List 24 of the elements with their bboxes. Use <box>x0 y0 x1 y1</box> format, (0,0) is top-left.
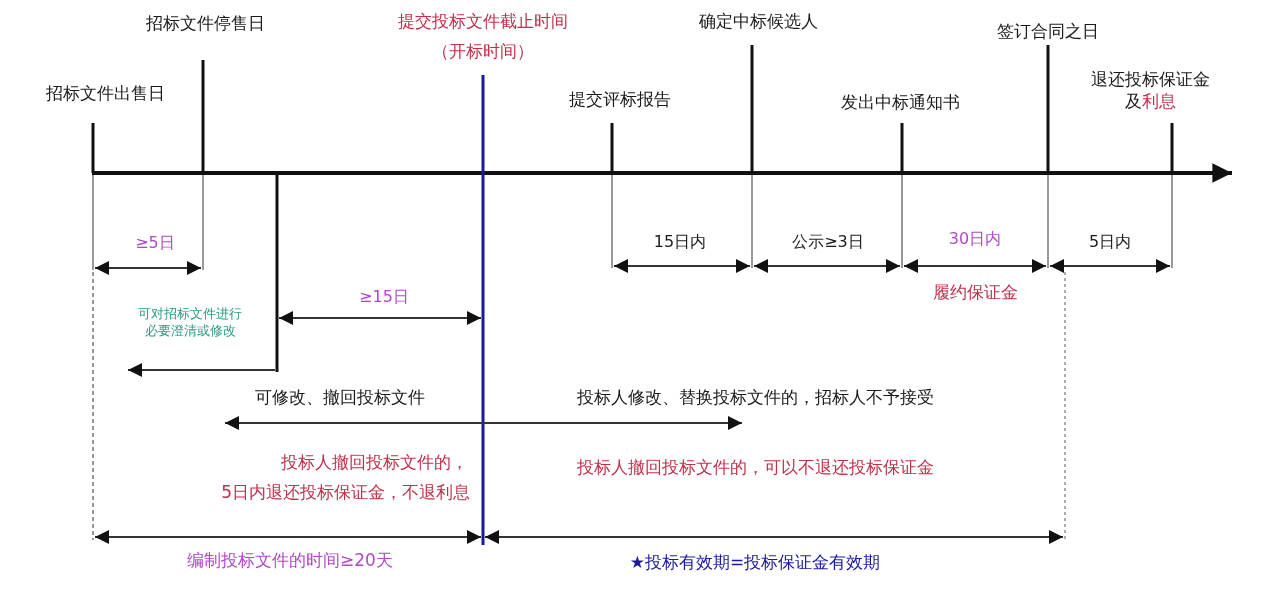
milestone-label: （开标时间） <box>432 40 534 63</box>
milestone-label: 签订合同之日 <box>997 20 1099 43</box>
milestone-label: 招标文件停售日 <box>145 12 265 35</box>
note-text: 投标人撤回投标文件的， <box>281 451 468 474</box>
duration-label: 15日内 <box>653 232 707 253</box>
milestone-label: 招标文件出售日 <box>45 82 165 105</box>
note-text: 5日内退还投标保证金，不退利息 <box>221 481 470 504</box>
duration-label: 编制投标文件的时间≥20天 <box>187 549 393 572</box>
duration-label: 5日内 <box>1088 232 1132 253</box>
note-text: 投标人修改、替换投标文件的，招标人不予接受 <box>576 386 934 409</box>
note-text: 投标人撤回投标文件的，可以不退还投标保证金 <box>576 456 934 479</box>
milestone-label: 退还投标保证金及利息 <box>1090 68 1210 113</box>
milestone-label: 发出中标通知书 <box>840 91 960 114</box>
note-text: 可修改、撤回投标文件 <box>255 386 425 409</box>
note-text: 可对招标文件进行必要澄清或修改 <box>138 306 242 340</box>
duration-label: ≥15日 <box>359 287 409 308</box>
duration-label: 公示≥3日 <box>792 232 864 253</box>
duration-label: 30日内 <box>948 229 1002 250</box>
duration-label: ≥5日 <box>135 233 175 254</box>
milestone-label: 提交评标报告 <box>569 88 671 111</box>
milestone-label: 确定中标候选人 <box>698 10 818 33</box>
note-text: 履约保证金 <box>932 281 1018 304</box>
note-text: ★投标有效期=投标保证金有效期 <box>629 551 881 574</box>
milestone-label: 提交投标文件截止时间 <box>398 10 568 33</box>
